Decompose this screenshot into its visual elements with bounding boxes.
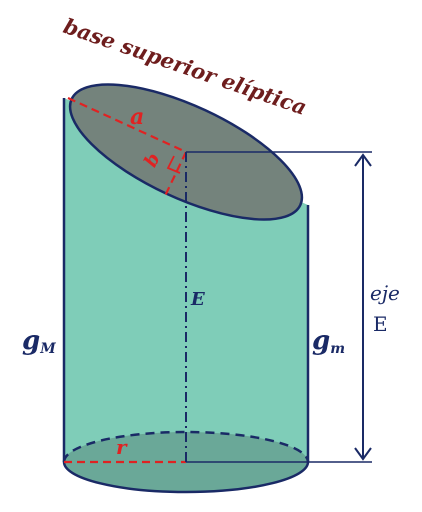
label-a: a: [130, 104, 144, 130]
label-r: r: [116, 435, 128, 459]
arrowhead-bottom: [354, 447, 372, 461]
label-gM: gM: [22, 326, 56, 357]
label-E-center: E: [190, 289, 205, 310]
label-gm: gm: [312, 326, 345, 357]
bottom-base-back-edge: [62, 430, 310, 463]
label-eje: eje: [370, 281, 400, 305]
right-angle-mark: [166, 155, 181, 174]
semi-axis-a: [67, 96, 187, 154]
label-eje-E: E: [373, 312, 388, 336]
bottom-base-front-edge: [62, 461, 310, 494]
semi-axis-b: [164, 151, 187, 197]
arrowhead-top: [354, 153, 372, 167]
